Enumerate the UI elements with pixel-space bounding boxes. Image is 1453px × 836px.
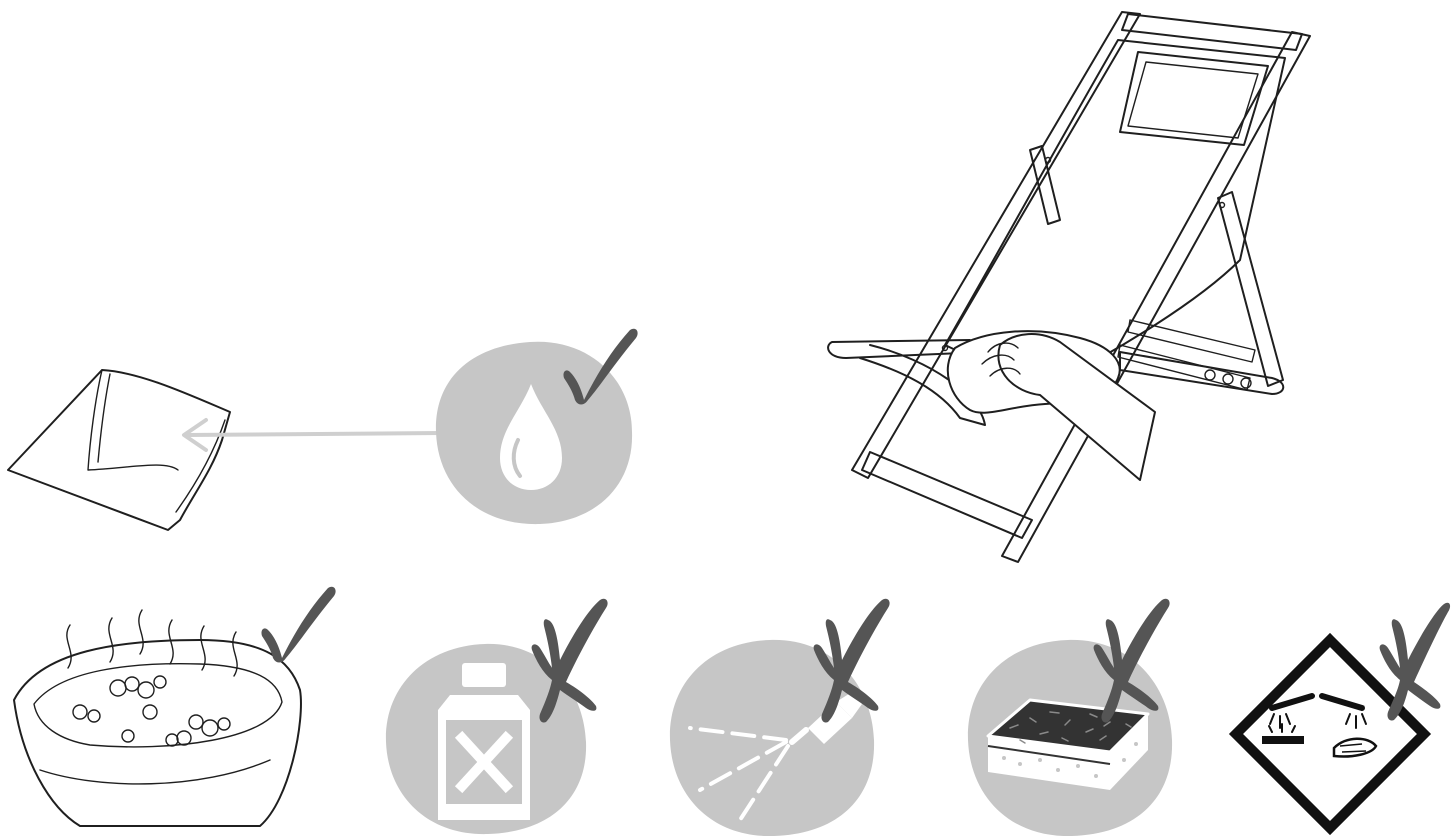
chair-top-bar xyxy=(1121,13,1303,51)
finger xyxy=(987,342,1019,353)
solvent-bottle-icon xyxy=(438,663,530,820)
chair-rear-leg-right xyxy=(1217,191,1284,387)
cross-mark-icon xyxy=(1379,602,1451,721)
cross-mark-icon xyxy=(531,598,608,723)
finger xyxy=(981,354,1015,365)
chair-headrest xyxy=(1119,51,1269,146)
finger xyxy=(989,367,1021,377)
chair-bolt xyxy=(941,344,949,352)
chair-lower-crossbar xyxy=(861,451,1033,539)
pressure-washer-icon xyxy=(688,692,862,822)
chair-bolt xyxy=(1044,156,1052,164)
chair-seat-edge xyxy=(859,344,986,426)
chair-back-rail-right xyxy=(1001,31,1311,563)
chair-armrest-right xyxy=(1119,351,1285,395)
water-badge xyxy=(435,341,633,525)
chair-back-rail-left xyxy=(851,11,1141,479)
deck-chair-illustration xyxy=(827,11,1311,563)
sponge-badge xyxy=(967,639,1173,836)
folded-cloth-icon xyxy=(7,369,231,531)
chair-support-bar-upper xyxy=(1127,319,1256,363)
check-mark-icon xyxy=(261,586,336,663)
chair-rear-leg-left xyxy=(1029,145,1061,225)
hand-wiping-chair xyxy=(946,330,1156,481)
chair-headrest-seam xyxy=(1127,61,1259,139)
cross-mark-icon xyxy=(1093,598,1170,723)
soap-bubbles xyxy=(72,675,231,747)
arrow-to-cloth xyxy=(182,418,444,452)
chair-bolt xyxy=(1218,201,1226,209)
pressure-washer-badge xyxy=(669,639,875,836)
cross-mark-icon xyxy=(813,598,890,723)
soapy-water-basin-icon xyxy=(13,609,302,827)
solvent-badge xyxy=(385,643,587,835)
abrasive-sponge-icon xyxy=(986,698,1150,790)
check-mark-icon xyxy=(563,328,638,405)
chair-ratchet-notches xyxy=(1204,369,1252,389)
